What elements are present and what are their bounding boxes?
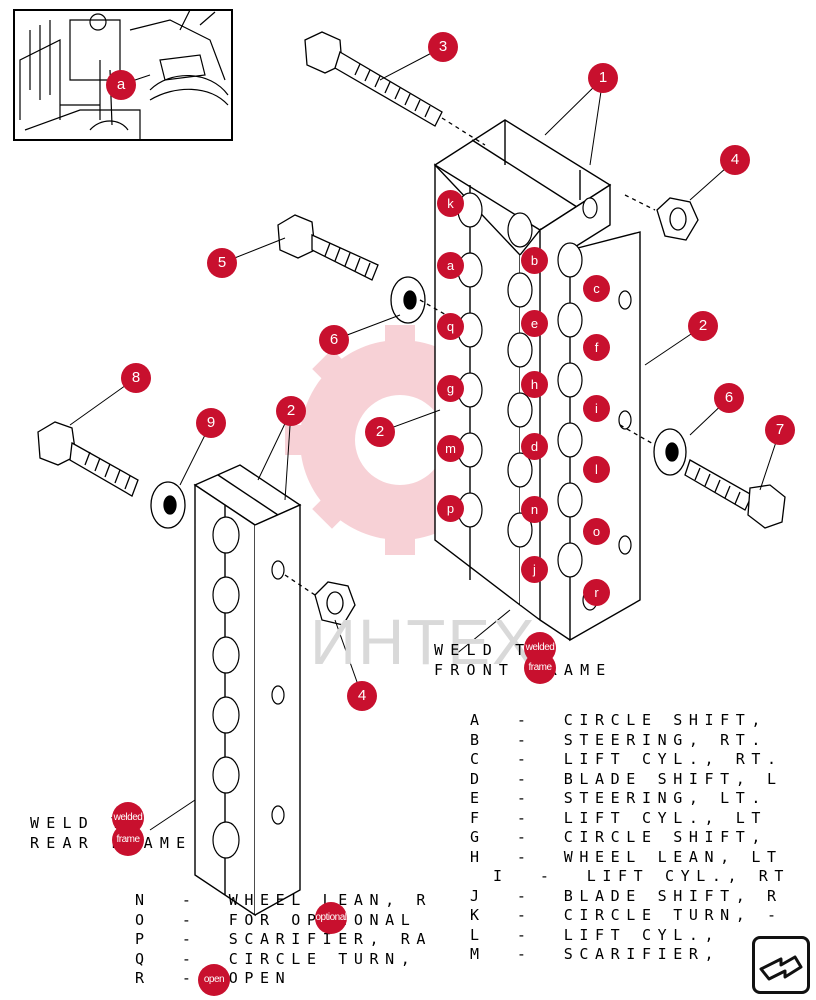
port-callout-h[interactable]: h bbox=[521, 371, 548, 398]
front-block-ports bbox=[457, 192, 632, 611]
port-callout-k[interactable]: k bbox=[437, 190, 464, 217]
port-callout-r[interactable]: r bbox=[583, 579, 610, 606]
port-callout-a[interactable]: a bbox=[437, 252, 464, 279]
callout-3[interactable]: 3 bbox=[428, 32, 458, 62]
port-callout-p[interactable]: p bbox=[437, 495, 464, 522]
port-callout-o[interactable]: o bbox=[583, 518, 610, 545]
bolt-8 bbox=[37, 421, 139, 497]
callout-4[interactable]: 4 bbox=[720, 145, 750, 175]
legend-right-item: B - STEERING, RT. bbox=[470, 730, 767, 749]
port-callout-l[interactable]: l bbox=[583, 456, 610, 483]
callout-6[interactable]: 6 bbox=[319, 325, 349, 355]
arrow-icon bbox=[759, 955, 803, 981]
front-frame-marker[interactable]: frame bbox=[524, 652, 556, 684]
callout-7[interactable]: 7 bbox=[765, 415, 795, 445]
next-page-button[interactable] bbox=[752, 936, 810, 994]
port-callout-d[interactable]: d bbox=[521, 433, 548, 460]
callout-8[interactable]: 8 bbox=[121, 363, 151, 393]
legend-right-item: K - CIRCLE TURN, - bbox=[470, 906, 783, 924]
open-marker[interactable]: open bbox=[198, 964, 230, 996]
nut-4-bottom bbox=[284, 574, 356, 626]
legend-right-item: M - SCARIFIER, bbox=[470, 945, 721, 963]
legend-right-item: J - BLADE SHIFT, R bbox=[470, 886, 783, 905]
washer-6-right bbox=[619, 424, 687, 476]
legend-left-item: O - FOR OPTIONAL bbox=[135, 910, 417, 929]
legend-left-item: P - SCARIFIER, RA bbox=[135, 930, 432, 948]
callout-4[interactable]: 4 bbox=[347, 681, 377, 711]
legend-right-item: E - STEERING, LT. bbox=[470, 789, 767, 807]
rear-block-ports bbox=[212, 516, 285, 859]
callout-9[interactable]: 9 bbox=[196, 408, 226, 438]
port-callout-f[interactable]: f bbox=[583, 334, 610, 361]
port-callout-g[interactable]: g bbox=[437, 375, 464, 402]
callout-5[interactable]: 5 bbox=[207, 248, 237, 278]
legend-right-item: F - LIFT CYL., LT bbox=[470, 808, 767, 827]
inset-picture bbox=[13, 9, 233, 141]
watermark-text: ИНТЕХ bbox=[310, 606, 537, 678]
legend-right-item: C - LIFT CYL., RT. bbox=[470, 750, 783, 768]
port-callout-c[interactable]: c bbox=[583, 275, 610, 302]
port-callout-j[interactable]: j bbox=[521, 556, 548, 583]
port-callout-m[interactable]: m bbox=[437, 435, 464, 462]
bolt-5 bbox=[277, 214, 379, 281]
port-callout-e[interactable]: e bbox=[521, 310, 548, 337]
nut-4-top bbox=[624, 194, 699, 241]
legend-left-item: Q - CIRCLE TURN, bbox=[135, 949, 417, 968]
callout-2[interactable]: 2 bbox=[276, 396, 306, 426]
legend-right-item: A - CIRCLE SHIFT, bbox=[470, 711, 767, 729]
port-callout-q[interactable]: q bbox=[437, 313, 464, 340]
callout-6[interactable]: 6 bbox=[714, 383, 744, 413]
callout-1[interactable]: 1 bbox=[588, 63, 618, 93]
legend-right-item: L - LIFT CYL., bbox=[470, 925, 721, 944]
legend-left-item: R - OPEN bbox=[135, 969, 292, 987]
rear-manifold-block bbox=[193, 464, 302, 917]
inset-callout-a[interactable]: a bbox=[106, 70, 136, 100]
washer-9 bbox=[150, 481, 186, 529]
port-callout-i[interactable]: i bbox=[583, 395, 610, 422]
legend-right-item: I - LIFT CYL., RT bbox=[493, 867, 790, 885]
port-callout-n[interactable]: n bbox=[521, 496, 548, 523]
callout-2[interactable]: 2 bbox=[688, 311, 718, 341]
legend-right-item: G - CIRCLE SHIFT, bbox=[470, 828, 767, 846]
rear-frame-marker[interactable]: frame bbox=[112, 824, 144, 856]
legend-right-item: H - WHEEL LEAN, LT bbox=[470, 847, 783, 866]
legend-left-item: N - WHEEL LEAN, R bbox=[135, 891, 432, 909]
rear-weld-line2: REAR FRAME bbox=[30, 834, 193, 852]
legend-right-item: D - BLADE SHIFT, L bbox=[470, 769, 783, 788]
bolt-3 bbox=[304, 31, 486, 146]
callout-2[interactable]: 2 bbox=[365, 417, 395, 447]
optional-marker[interactable]: optional bbox=[315, 902, 347, 934]
port-callout-b[interactable]: b bbox=[521, 247, 548, 274]
bolt-7 bbox=[684, 459, 786, 529]
